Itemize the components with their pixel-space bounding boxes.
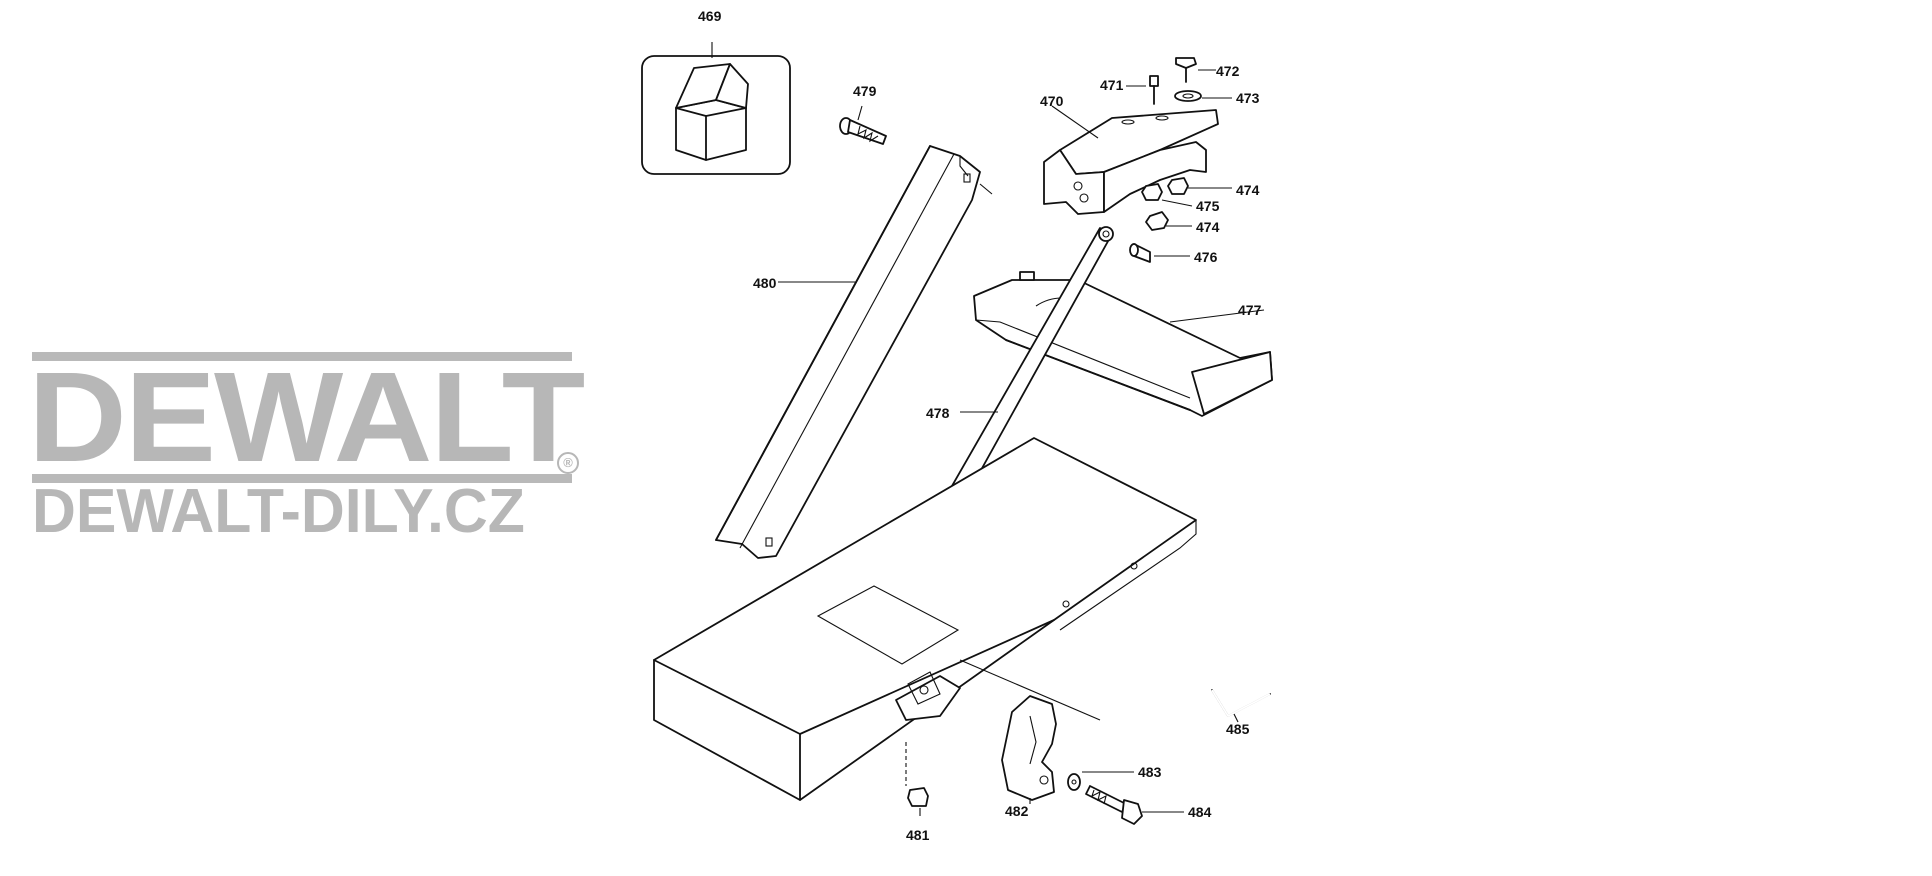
label-483: 483 bbox=[1138, 764, 1162, 780]
part-475-nut bbox=[1141, 183, 1193, 207]
label-482: 482 bbox=[1005, 803, 1029, 819]
part-476-pin bbox=[1129, 243, 1190, 263]
part-470-hinge-block bbox=[1043, 105, 1219, 215]
label-474-lower: 474 bbox=[1196, 219, 1220, 235]
label-471: 471 bbox=[1100, 77, 1124, 93]
label-478: 478 bbox=[926, 405, 950, 421]
logo-bottom-bar bbox=[32, 474, 572, 483]
label-484: 484 bbox=[1188, 804, 1212, 820]
label-481: 481 bbox=[906, 827, 930, 843]
label-480: 480 bbox=[753, 275, 777, 291]
label-485: 485 bbox=[1226, 721, 1250, 737]
part-484-bolt bbox=[1085, 785, 1184, 825]
part-480-guard bbox=[715, 145, 993, 559]
part-479-screw bbox=[839, 105, 887, 145]
part-471-bolt bbox=[1126, 75, 1159, 105]
label-470: 470 bbox=[1040, 93, 1064, 109]
registered-mark: ® bbox=[557, 452, 579, 474]
label-472: 472 bbox=[1216, 63, 1240, 79]
part-477-support bbox=[973, 271, 1273, 417]
part-472-wing-screw bbox=[1175, 57, 1216, 83]
part-473-washer bbox=[1174, 90, 1232, 102]
part-474-nut-lower bbox=[1145, 211, 1192, 231]
part-483-washer bbox=[1067, 771, 1134, 791]
part-482-bracket bbox=[1001, 695, 1057, 804]
label-479: 479 bbox=[853, 83, 877, 99]
part-474-nut-upper bbox=[1167, 177, 1232, 195]
label-469: 469 bbox=[698, 8, 722, 24]
part-485-hex-key bbox=[1211, 689, 1271, 723]
logo-top-bar bbox=[32, 352, 572, 361]
part-labels: 469 479 470 471 472 473 474 475 474 476 … bbox=[698, 8, 1262, 843]
part-481-nut bbox=[905, 742, 929, 816]
label-477: 477 bbox=[1238, 302, 1262, 318]
label-473: 473 bbox=[1236, 90, 1260, 106]
base-table bbox=[653, 437, 1197, 801]
dewalt-logo: DEWALT bbox=[28, 346, 585, 489]
label-476: 476 bbox=[1194, 249, 1218, 265]
part-469-box bbox=[641, 42, 791, 175]
label-474-upper: 474 bbox=[1236, 182, 1260, 198]
watermark-url: DEWALT-DILY.CZ bbox=[32, 477, 525, 546]
label-475: 475 bbox=[1196, 198, 1220, 214]
